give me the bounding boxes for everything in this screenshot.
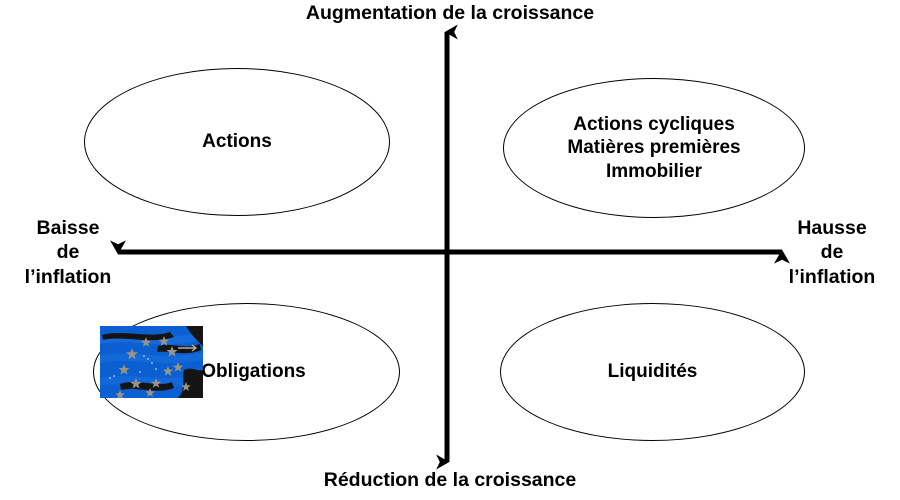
quadrant-label-liquidity: Liquidités <box>607 361 698 383</box>
axis-label-inflation-decrease: Baisse de l’inflation <box>24 217 112 288</box>
quadrant-ellipse-cyclicals: Actions cycliques Matières premières Imm… <box>503 78 805 218</box>
quadrant-ellipse-equities: Actions <box>84 68 390 216</box>
quadrant-ellipse-bonds: Obligations <box>93 303 400 441</box>
axis-label-growth-increase: Augmentation de la croissance <box>305 2 595 24</box>
eu-flag-image <box>100 326 203 398</box>
axis-label-inflation-increase: Hausse de l’inflation <box>788 217 876 288</box>
axis-label-growth-decrease: Réduction de la croissance <box>323 469 577 491</box>
quadrant-label-equities: Actions <box>202 131 272 153</box>
quadrant-label-cyclicals: Actions cycliques Matières premières Imm… <box>567 114 741 182</box>
quadrant-label-bonds: Obligations <box>201 361 306 383</box>
quadrant-ellipse-liquidity: Liquidités <box>500 303 805 441</box>
